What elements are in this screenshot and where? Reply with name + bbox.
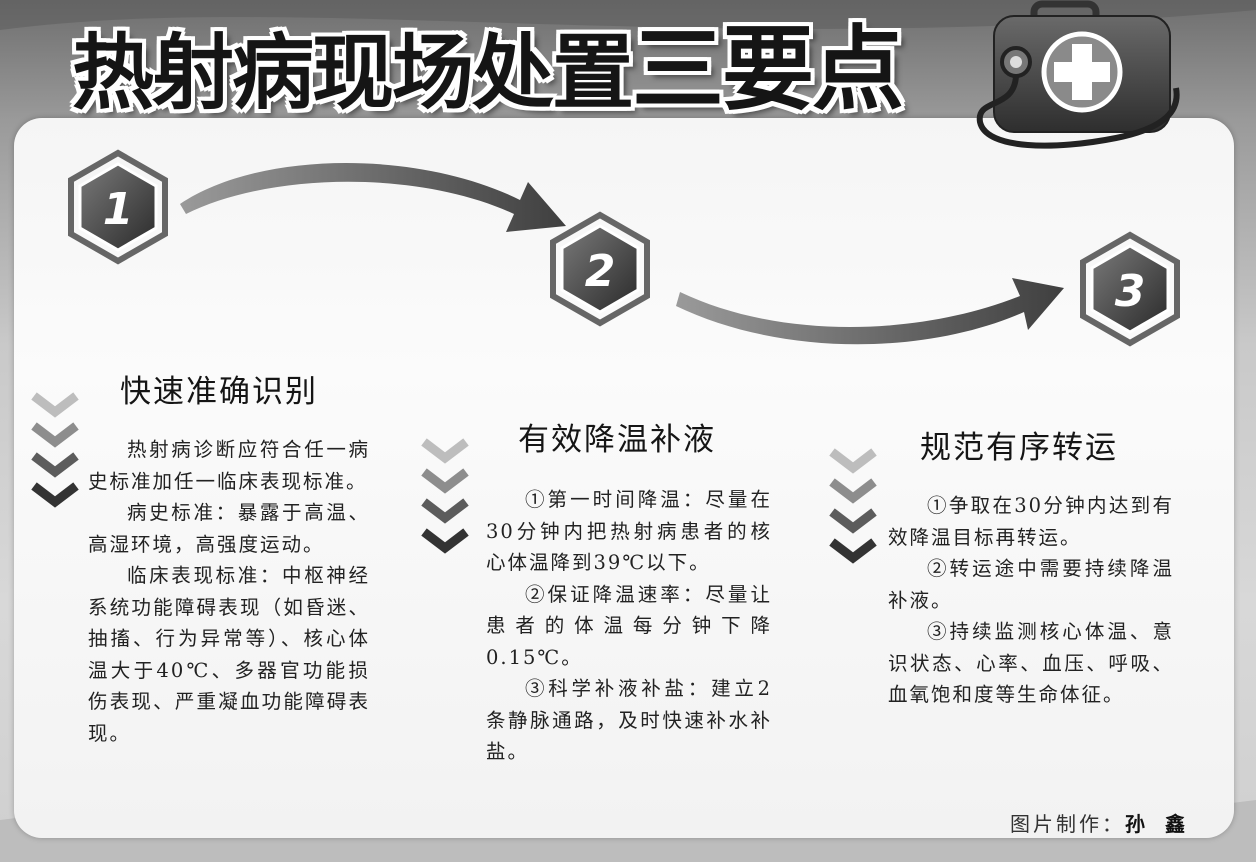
stethoscope-icon (976, 46, 1180, 149)
column-3-heading: 规范有序转运 (920, 430, 1118, 466)
step-number-1: 1 (103, 184, 134, 235)
column-1-paragraph: 病史标准：暴露于高温、高湿环境，高强度运动。 (88, 501, 370, 556)
chevron-down-icon (829, 448, 877, 564)
step-flow: 1 2 3 (68, 149, 1180, 347)
page-title: 热射病现场处置三要点 (72, 20, 904, 122)
column-2-heading: 有效降温补液 (518, 422, 716, 458)
step-hexagon-1: 1 (68, 149, 168, 265)
column-3-paragraph: ①争取在30分钟内达到有效降温目标再转运。 (888, 494, 1174, 549)
curved-arrow-icon (180, 162, 566, 232)
chevron-down-icon (421, 438, 469, 554)
column-2-paragraph: ②保证降温速率：尽量让患者的体温每分钟下降0.15℃。 (486, 582, 772, 669)
column-3-body: ①争取在30分钟内达到有效降温目标再转运。 ②转运途中需要持续降温补液。 ③持续… (888, 490, 1174, 711)
column-2-paragraph: ①第一时间降温：尽量在30分钟内把热射病患者的核心体温降到39℃以下。 (486, 488, 772, 574)
column-2-paragraph: ③科学补液补盐：建立2条静脉通路，及时快速补水补盐。 (486, 677, 772, 763)
column-1-paragraph: 热射病诊断应符合任一病史标准加任一临床表现标准。 (88, 438, 370, 493)
step-hexagon-2: 2 (550, 211, 650, 327)
title-emphasis: 三要点 (632, 16, 904, 123)
column-1-body: 热射病诊断应符合任一病史标准加任一临床表现标准。 病史标准：暴露于高温、高湿环境… (88, 434, 370, 749)
column-1-paragraph: 临床表现标准：中枢神经系统功能障碍表现（如昏迷、抽搐、行为异常等）、核心体温大于… (88, 564, 370, 745)
step-hexagon-3: 3 (1080, 231, 1180, 347)
title-main: 热射病现场处置 (72, 26, 634, 121)
image-credit: 图片制作：孙鑫 (1010, 808, 1205, 837)
step-number-2: 2 (585, 246, 616, 297)
chevron-down-icon (31, 392, 79, 508)
step-number-3: 3 (1115, 266, 1146, 317)
column-3-paragraph: ②转运途中需要持续降温补液。 (888, 557, 1174, 612)
column-2-body: ①第一时间降温：尽量在30分钟内把热射病患者的核心体温降到39℃以下。 ②保证降… (486, 484, 772, 768)
first-aid-kit-icon (976, 0, 1180, 149)
credit-label: 图片制作： (1010, 812, 1125, 836)
curved-arrow-icon (676, 278, 1064, 345)
column-1-heading: 快速准确识别 (120, 374, 318, 410)
credit-name: 孙鑫 (1125, 812, 1205, 836)
column-3-paragraph: ③持续监测核心体温、意识状态、心率、血压、呼吸、血氧饱和度等生命体征。 (888, 620, 1174, 706)
content-panel (14, 118, 1234, 838)
